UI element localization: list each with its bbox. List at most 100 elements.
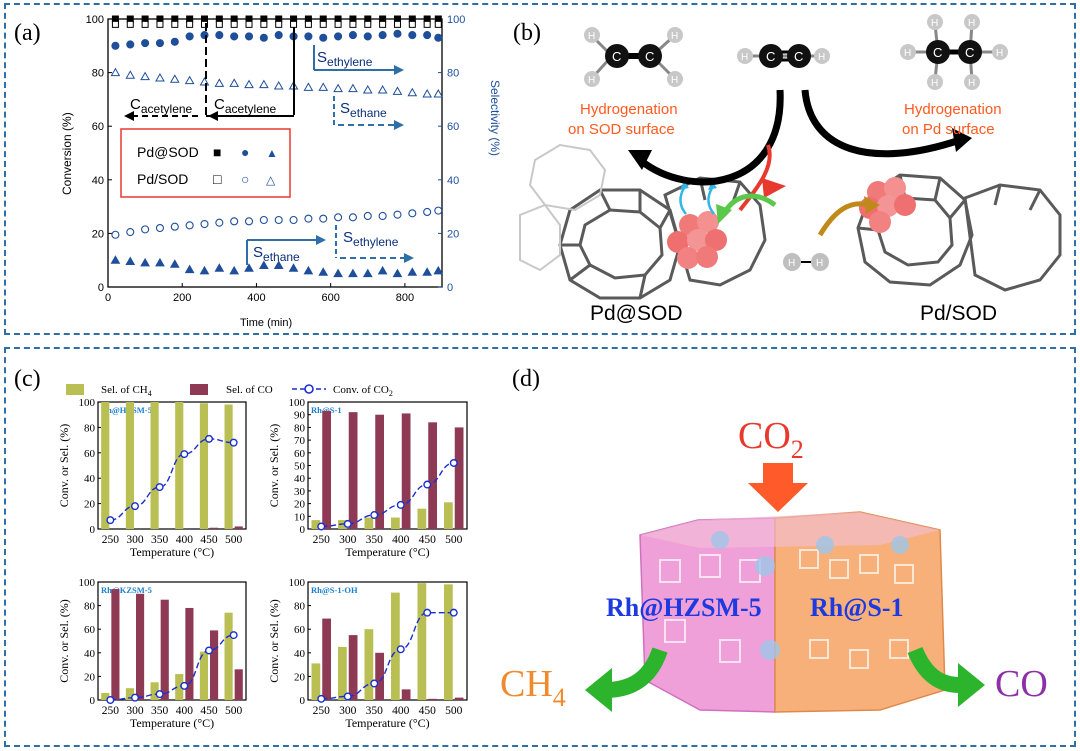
a-point-circle (408, 209, 417, 218)
b-h2-atom-2: H (816, 258, 823, 269)
c-y-tick-label: 60 (84, 448, 96, 460)
ethane-molecule-icon: C C H H H H H H (900, 14, 1008, 90)
c-x-tick-label: 400 (392, 534, 410, 546)
c-x-axis-label: Temperature (°C) (345, 716, 429, 730)
a-point-square (364, 20, 372, 28)
sod-cage-right-illustration (856, 173, 1062, 292)
c-bar-ch4 (444, 502, 453, 529)
c-y-tick-label: 10 (294, 511, 306, 523)
a-y-axis-label: Conversion (%) (60, 112, 74, 195)
c-x-tick-label: 350 (151, 534, 169, 546)
a-point-triangle (273, 260, 284, 270)
a-s-ethane-bottom-sub: ethane (263, 250, 300, 264)
c-bar-ch4 (364, 629, 374, 700)
c-legend-ch4-label: Sel. of CH (101, 384, 148, 396)
a-point-circle (434, 33, 443, 42)
a-point-circle (393, 210, 402, 219)
c-x-tick-label: 400 (176, 534, 194, 546)
acetylene-molecule-icon: H H C C (737, 44, 830, 68)
c-conv-point (343, 519, 352, 528)
a-point-triangle (422, 89, 433, 98)
c-conv-point (106, 516, 115, 525)
c-bar-co (348, 635, 358, 700)
a-point-triangle (333, 268, 343, 278)
c-bar-ch4 (444, 584, 453, 700)
a-arrowhead-mid (208, 111, 218, 121)
b-ethylene-h2: H (588, 75, 595, 86)
a-point-triangle (392, 268, 403, 278)
a-point-triangle (155, 257, 165, 267)
a-point-triangle (392, 86, 403, 95)
a-ethylene-top-arrowhead (394, 65, 404, 75)
c-bar-ch4 (125, 402, 134, 529)
a-y2-axis-label: Selectivity (%) (488, 80, 502, 156)
c-bar-ch4 (199, 403, 208, 529)
b-left-caption: Pd@SOD (590, 302, 683, 325)
b-ethylene-c1: C (612, 49, 621, 64)
a-y2-tick-label: 100 (447, 14, 465, 26)
a-arrowhead-left (124, 111, 134, 121)
panel-cd-frame (4, 347, 1076, 747)
a-y-tick-label: 80 (92, 68, 104, 80)
c-y-tick-label: 0 (90, 695, 96, 707)
b-arrow-to-pd-surface (801, 89, 962, 158)
c-x-tick-label: 350 (366, 705, 384, 717)
c-legend-conv-label: Conv. of CO (333, 384, 389, 396)
svg-text:Sel. of CH4: Sel. of CH4 (101, 384, 152, 398)
b-left-note-line1: Hydrogenation (580, 101, 678, 118)
b-ethylene-h3: H (671, 31, 678, 42)
c-bar-co (428, 422, 437, 529)
a-point-circle (274, 215, 283, 225)
svg-text:Sethane: Sethane (253, 244, 300, 264)
a-point-triangle (288, 263, 299, 272)
a-y2-tick-label: 20 (447, 228, 459, 240)
b-left-note-line2: on SOD surface (568, 121, 675, 138)
a-ethane-bottom-arrowhead (316, 235, 326, 245)
c-y-tick-label: 100 (79, 397, 96, 409)
a-point-square (334, 20, 342, 28)
a-point-square (171, 20, 179, 28)
b-right-note-line2: on Pd surface (902, 121, 995, 138)
c-x-tick-label: 400 (392, 705, 410, 717)
b-right-caption: Pd/SOD (920, 302, 997, 325)
c-bar-ch4 (391, 517, 400, 529)
c-conv-point (204, 434, 213, 443)
c-y-tick-label: 80 (84, 601, 96, 613)
a-y-tick-label: 0 (98, 282, 104, 294)
c-conv-point (396, 500, 405, 509)
d-co2-sub: 2 (791, 435, 804, 464)
b-ethylene-c2: C (645, 49, 654, 64)
a-point-triangle (140, 71, 150, 81)
d-right-green-arrow (907, 646, 961, 693)
a-x-tick-label: 0 (105, 292, 111, 304)
c-y-tick-label: 50 (294, 461, 306, 473)
c-conv-point (317, 522, 326, 531)
b-ethane-h4: H (996, 48, 1003, 59)
a-point-circle (423, 31, 432, 40)
a-point-square (319, 20, 327, 28)
c-bar-ch4 (311, 663, 321, 700)
panel-ab-frame (4, 3, 1076, 335)
c-x-axis-label: Temperature (°C) (130, 716, 214, 730)
c-conv-point (229, 438, 238, 447)
a-y2-tick-label: 80 (447, 68, 459, 80)
c-bar-co (375, 652, 384, 700)
svg-text:Cacetylene: Cacetylene (214, 96, 277, 116)
a-x-tick-label: 800 (396, 292, 414, 304)
d-left-catalyst-label: Rh@HZSM-5 (606, 593, 762, 622)
c-x-axis-label: Temperature (°C) (130, 545, 214, 559)
c-conv-point (449, 608, 458, 617)
a-series (110, 15, 444, 278)
a-point-circle (304, 214, 313, 223)
a-legend-circle-filled-icon: ● (241, 144, 249, 160)
b-ethane-h2: H (931, 18, 938, 29)
c-x-tick-label: 500 (445, 705, 463, 717)
c-y-tick-label: 60 (84, 624, 96, 636)
a-c-acetylene-right-sub: acetylene (225, 102, 277, 116)
a-point-circle (259, 33, 268, 42)
b-h2-atom-1: H (788, 258, 795, 269)
a-point-square (423, 20, 431, 28)
c-bar-co (210, 527, 219, 529)
